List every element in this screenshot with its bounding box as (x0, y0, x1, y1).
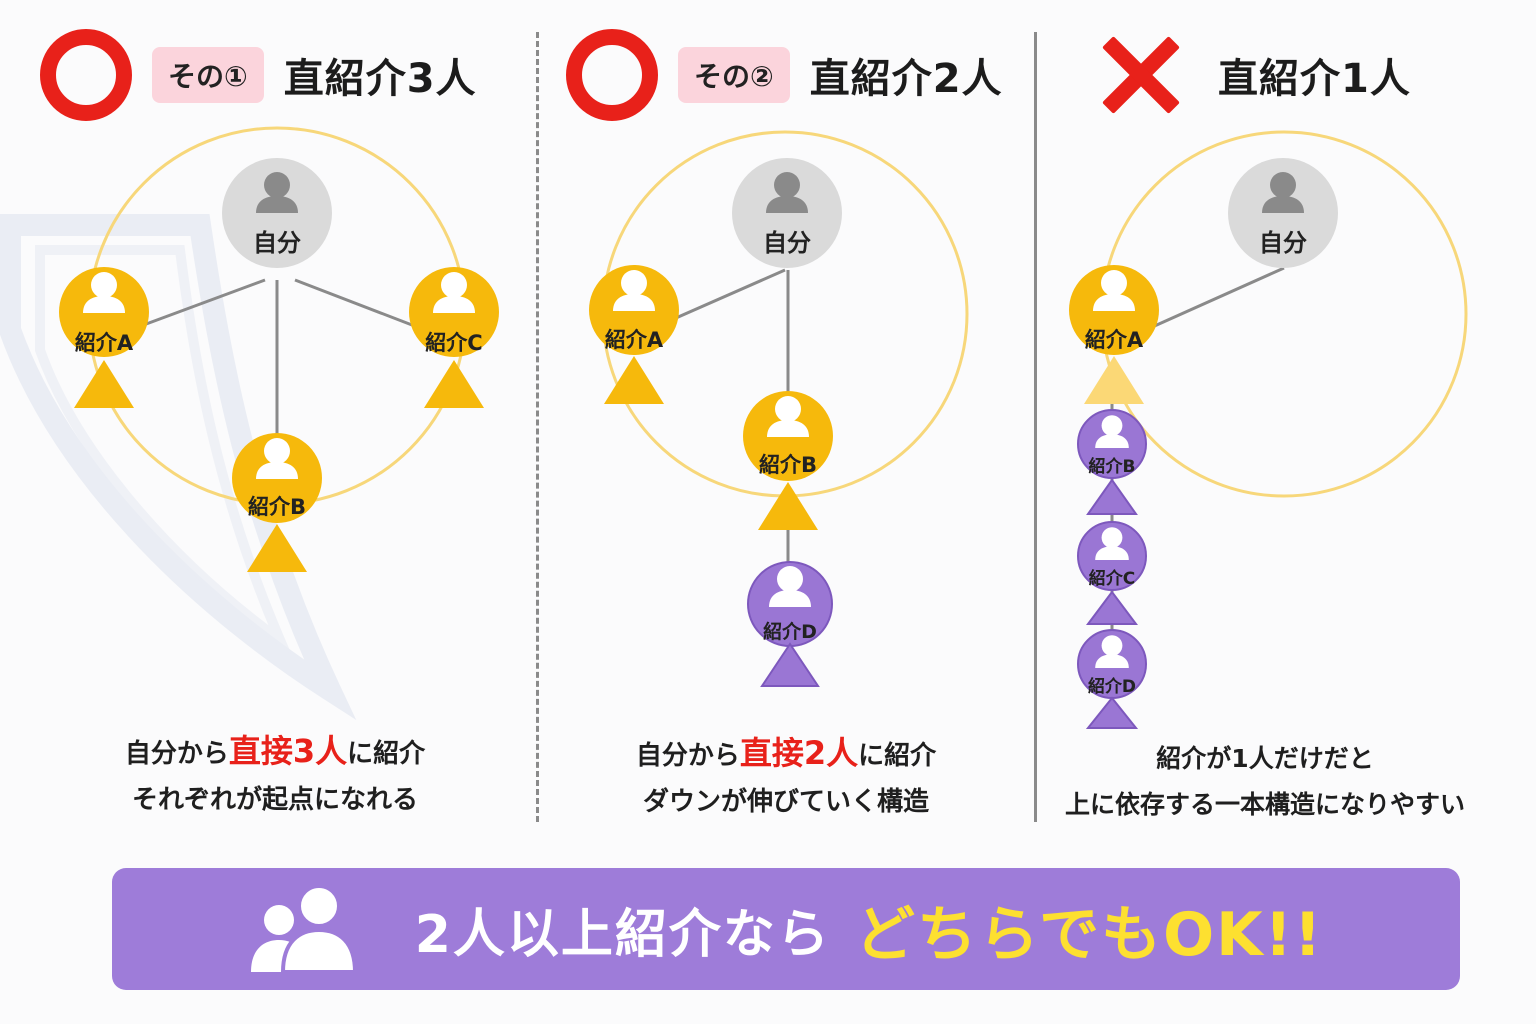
panel3-diagram: 自分 紹介A 紹介B 紹介C 紹介D (1069, 130, 1468, 729)
caption-highlight: 直接2人 (739, 734, 859, 772)
panel2-title: 直紹介2人 (809, 56, 1003, 102)
caption-line1: 自分から直接3人に紹介 (60, 728, 490, 777)
node-label-d: 紹介D (1088, 676, 1136, 697)
caption-line1: 自分から直接2人に紹介 (566, 730, 1006, 779)
node-a: 紹介A (589, 265, 679, 404)
caption-text: 自分から (124, 739, 229, 769)
node-b: 紹介B (1077, 409, 1147, 515)
panel1-header: その① 直紹介3人 (40, 29, 477, 121)
caption-line2: 上に依存する一本構造になりやすい (1064, 790, 1465, 819)
node-label-b: 紹介B (248, 495, 306, 519)
triangle-marker (1086, 478, 1138, 515)
panel3-caption: 紹介が1人だけだと 上に依存する一本構造になりやすい (1045, 736, 1485, 828)
caption-highlight: 直接3人 (228, 732, 348, 770)
shield-watermark (0, 214, 357, 720)
panel1-tag: その① (152, 47, 264, 103)
panel1-caption: 自分から直接3人に紹介 それぞれが起点になれる (60, 728, 490, 823)
node-self: 自分 (222, 158, 332, 268)
triangle-marker (247, 524, 307, 572)
caption-text: 自分から (635, 741, 740, 771)
node-label-b: 紹介B (1089, 456, 1136, 477)
node-d: 紹介D (1077, 629, 1147, 729)
triangle-marker (1086, 590, 1138, 625)
panel2-tag: その② (678, 47, 790, 103)
link-self-a (1149, 266, 1285, 330)
node-label-a: 紹介A (1085, 328, 1144, 352)
node-b: 紹介B (232, 433, 322, 572)
node-label-c: 紹介C (425, 331, 482, 355)
node-self: 自分 (732, 158, 842, 268)
banner-highlight: どちらでもOK!! (854, 899, 1324, 970)
node-label-self: 自分 (253, 229, 301, 257)
node-label-c: 紹介C (1089, 568, 1135, 589)
triangle-marker (1084, 356, 1144, 404)
triangle-marker (758, 482, 818, 530)
caption-text: に紹介 (347, 739, 426, 769)
panel1-title: 直紹介3人 (283, 56, 477, 102)
caption-text: に紹介 (858, 741, 937, 771)
node-d: 紹介D (747, 561, 833, 687)
node-label-a: 紹介A (75, 331, 134, 355)
caption-line2: ダウンが伸びていく構造 (642, 787, 929, 817)
banner-text: 2人以上紹介なら (414, 904, 831, 965)
panel1-diagram: 自分 紹介A 紹介C 紹介B (59, 126, 499, 572)
panel2-header: その② 直紹介2人 (566, 29, 1003, 121)
panel3-title: 直紹介1人 (1218, 56, 1411, 102)
node-a: 紹介A (59, 267, 149, 408)
triangle-marker (760, 642, 820, 687)
triangle-marker (1085, 696, 1139, 729)
node-label-self: 自分 (1259, 229, 1307, 257)
triangle-marker (604, 356, 664, 404)
link-self-c (294, 278, 426, 332)
node-b: 紹介B (743, 391, 833, 530)
node-label-self: 自分 (763, 229, 811, 257)
node-label-b: 紹介B (759, 453, 817, 477)
link-self-a (129, 278, 266, 332)
panel-divider-dashed (536, 32, 539, 822)
panel2-caption: 自分から直接2人に紹介 ダウンが伸びていく構造 (566, 730, 1006, 825)
node-c: 紹介C (409, 267, 499, 408)
triangle-marker (74, 360, 134, 408)
users-icon (250, 884, 357, 974)
conclusion-banner: 2人以上紹介なら どちらでもOK!! (112, 868, 1460, 990)
node-label-a: 紹介A (605, 328, 664, 352)
node-label-d: 紹介D (763, 620, 817, 643)
node-a: 紹介A (1069, 265, 1159, 404)
panel3-header: 直紹介1人 (1098, 30, 1411, 120)
node-self: 自分 (1228, 158, 1338, 268)
panel-divider-solid (1034, 32, 1037, 822)
link-self-a (659, 268, 786, 327)
triangle-marker (424, 360, 484, 408)
caption-line1: 紹介が1人だけだと (1156, 744, 1374, 773)
caption-line2: それぞれが起点になれる (131, 785, 418, 815)
panel2-diagram: 自分 紹介A 紹介B 紹介D (589, 130, 969, 687)
node-c: 紹介C (1077, 521, 1147, 625)
